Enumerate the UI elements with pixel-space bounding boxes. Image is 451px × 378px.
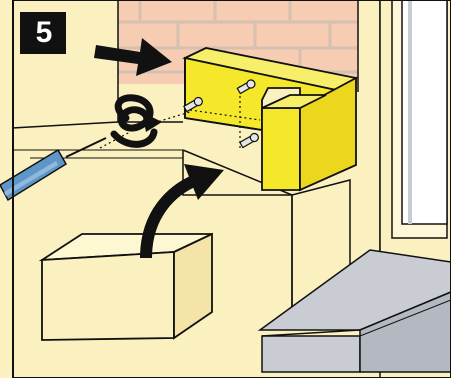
window-frame: [379, 0, 451, 263]
screw-icon: [183, 79, 259, 149]
screw-icon: [239, 132, 259, 149]
lift-arrow-icon: [140, 164, 224, 259]
screw-icon: [183, 96, 203, 113]
screw-icon: [236, 79, 256, 95]
step-number-badge: 5: [20, 12, 66, 54]
illustration-frame: [12, 0, 451, 378]
screwdriver-icon: [0, 137, 107, 202]
rotate-arrow-icon: [110, 94, 162, 148]
push-arrow-icon: [94, 38, 172, 76]
product-box: [38, 232, 213, 341]
window-sill: [257, 249, 451, 373]
yellow-bracket: [182, 47, 359, 192]
